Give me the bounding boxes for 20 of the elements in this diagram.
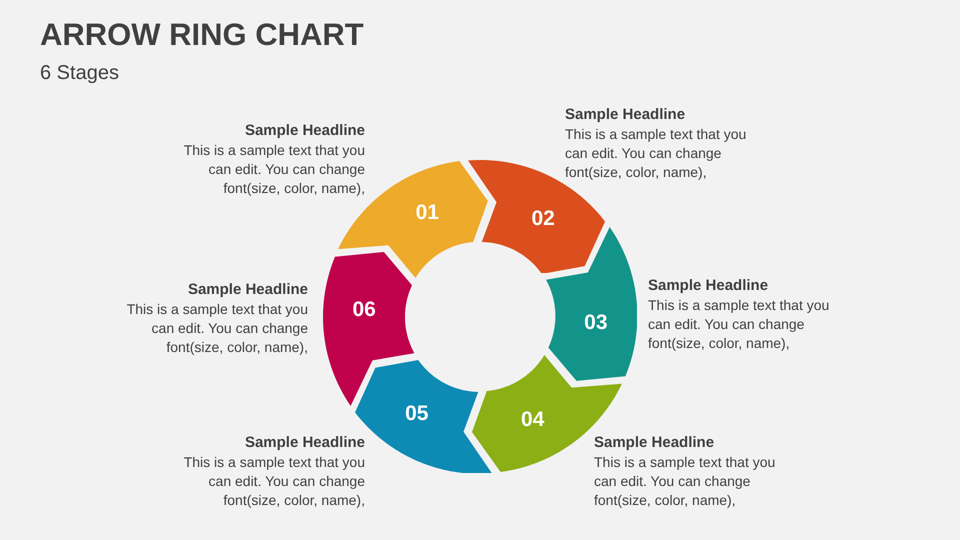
headline: Sample Headline — [565, 105, 686, 125]
step-number: 04 — [520, 408, 544, 432]
step-number: 01 — [416, 201, 439, 226]
description-text: This is a sample text that you can edit. You can change font(size, color, name), — [565, 125, 748, 182]
description-text: This is a sample text that you can edit. You can change font(size, color, name), — [126, 300, 308, 357]
description-text: This is a sample text that you can edit. You can change font(size, color, name), — [648, 296, 830, 353]
headline: Sample Headline — [594, 433, 714, 453]
title: ARROW RING CHART — [40, 17, 364, 53]
step-number: 06 — [352, 298, 376, 322]
headline: Sample Headline — [244, 121, 365, 141]
description-text: This is a sample text that you can edit. You can change font(size, color, name), — [182, 453, 365, 510]
description-text: This is a sample text that you can edit. You can change font(size, color, name), — [182, 141, 365, 198]
description-text: This is a sample text that you can edit. You can change font(size, color, name), — [594, 453, 776, 510]
headline: Sample Headline — [648, 276, 768, 296]
step-number: 02 — [531, 207, 555, 232]
subtitle: 6 Stages — [40, 61, 119, 85]
step-number: 03 — [584, 310, 608, 335]
headline: Sample Headline — [188, 280, 308, 300]
headline: Sample Headline — [244, 433, 365, 453]
step-number: 05 — [405, 402, 428, 426]
